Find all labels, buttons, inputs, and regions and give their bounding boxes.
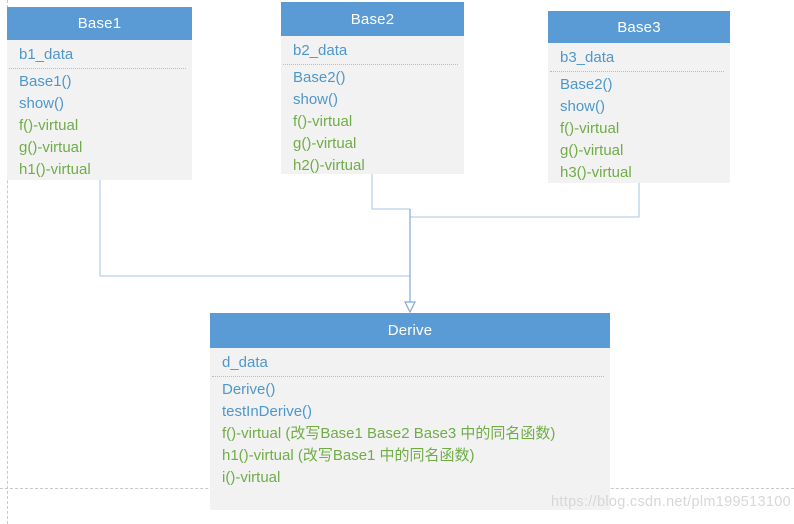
class-box-base2: Base2 b2_data Base2() show() f()-virtual…: [281, 2, 464, 174]
class-box-derive-method: testInDerive(): [222, 403, 313, 420]
class-box-base3-separator: [550, 71, 724, 72]
csdn-watermark: https://blog.csdn.net/plm199513100: [551, 494, 791, 510]
class-box-base3-method: g()-virtual: [560, 142, 624, 159]
class-box-base1: Base1 b1_data Base1() show() f()-virtual…: [7, 7, 192, 180]
class-box-base2-method: h2()-virtual: [293, 157, 365, 174]
class-box-base1-method: show(): [19, 95, 65, 112]
class-box-base2-method: g()-virtual: [293, 135, 357, 152]
connector-base2-to-junction: [371, 173, 410, 210]
class-box-base2-method: f()-virtual: [293, 113, 353, 130]
class-box-derive-separator: [212, 376, 604, 377]
class-box-base3-method: h3()-virtual: [560, 164, 632, 181]
class-box-base3-title: Base3: [548, 11, 730, 43]
connector-base1-to-junction: [99, 180, 410, 277]
class-box-derive-field: d_data: [222, 354, 268, 371]
class-box-base2-method: Base2(): [293, 69, 346, 86]
class-box-derive-method: Derive(): [222, 381, 276, 398]
class-box-derive: Derive d_data Derive() testInDerive() f(…: [210, 313, 610, 510]
inheritance-arrowhead-icon: [404, 301, 416, 314]
class-box-base3-field: b3_data: [560, 49, 615, 66]
class-box-derive-method: f()-virtual (改写Base1 Base2 Base3 中的同名函数): [222, 425, 556, 442]
class-box-base3-method: Base2(): [560, 76, 613, 93]
class-box-base1-body: b1_data Base1() show() f()-virtual g()-v…: [7, 40, 192, 181]
class-box-base3-body: b3_data Base2() show() f()-virtual g()-v…: [548, 43, 730, 184]
class-box-derive-body: d_data Derive() testInDerive() f()-virtu…: [210, 348, 610, 489]
class-box-base2-body: b2_data Base2() show() f()-virtual g()-v…: [281, 36, 464, 177]
class-box-base2-method: show(): [293, 91, 339, 108]
class-box-base1-field: b1_data: [19, 46, 74, 63]
class-box-derive-method: i()-virtual: [222, 469, 281, 486]
class-box-base1-method: f()-virtual: [19, 117, 79, 134]
class-box-base1-method: h1()-virtual: [19, 161, 91, 178]
class-box-base1-method: Base1(): [19, 73, 72, 90]
connector-base3-to-junction: [410, 183, 640, 218]
class-box-derive-title: Derive: [210, 313, 610, 348]
class-box-base2-title: Base2: [281, 2, 464, 36]
class-box-base1-title: Base1: [7, 7, 192, 40]
class-box-base2-separator: [283, 64, 458, 65]
class-box-base3-method: f()-virtual: [560, 120, 620, 137]
class-box-base1-method: g()-virtual: [19, 139, 83, 156]
class-box-derive-method: h1()-virtual (改写Base1 中的同名函数): [222, 447, 475, 464]
class-box-base2-field: b2_data: [293, 42, 348, 59]
class-box-base1-separator: [9, 68, 186, 69]
class-box-base3-method: show(): [560, 98, 606, 115]
class-box-base3: Base3 b3_data Base2() show() f()-virtual…: [548, 11, 730, 183]
page-boundary-vertical-dashed-line: [7, 0, 8, 524]
